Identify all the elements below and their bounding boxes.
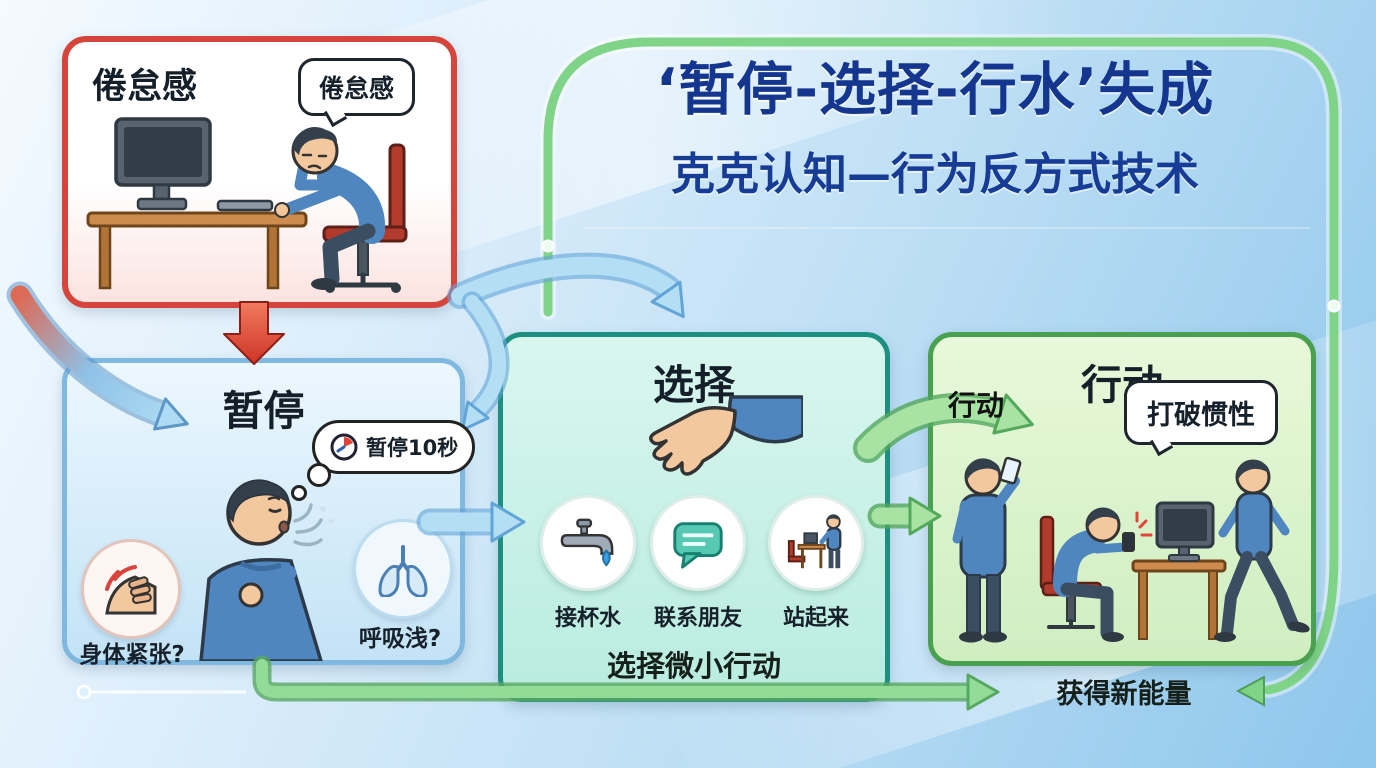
lungs-icon	[378, 545, 428, 597]
page-title: ‘暂停-选择-行水’失成	[655, 57, 1215, 123]
red-arrow-down	[223, 301, 285, 365]
reaching-hand-icon	[649, 395, 803, 476]
person-at-desk-with-phone	[1039, 501, 1227, 642]
burnout-speech-bubble: 倦怠感	[298, 58, 416, 116]
action-illustration	[952, 456, 1310, 643]
action-speech-bubble: 打破惯性	[1124, 380, 1278, 445]
option-stand-label: 站起来	[782, 606, 849, 631]
option-contact-label: 联系朋友	[653, 606, 742, 631]
person-walking	[1214, 459, 1310, 642]
burnout-illustration	[86, 117, 408, 293]
stand-up-desk-icon	[768, 495, 864, 591]
breath-question-label: 呼吸浅?	[358, 626, 442, 652]
pause-title: 暂停	[222, 387, 305, 435]
choose-panel: 选择 接杯水	[498, 332, 890, 702]
action-arrow-label: 行动	[948, 389, 1005, 422]
page-subtitle: 克克认知—行为反方式技术	[671, 149, 1199, 200]
option-contact-friend: 联系朋友	[643, 495, 753, 632]
chat-bubble-icon	[650, 495, 746, 591]
option-stand-up: 站起来	[761, 495, 871, 632]
clock-icon	[330, 433, 358, 461]
lungs-badge	[353, 519, 453, 619]
tense-shoulder-icon	[105, 565, 157, 615]
pause-thought-bubble: 暂停10秒	[290, 420, 476, 501]
person-drinking-water	[952, 456, 1022, 643]
pause-illustration	[199, 479, 334, 661]
option-water: 接杯水	[533, 495, 643, 632]
burnout-panel: 倦怠感 倦怠感	[62, 36, 457, 308]
option-water-label: 接杯水	[554, 606, 621, 631]
page-title-block: ‘暂停-选择-行水’失成 克克认知—行为反方式技术	[505, 44, 1365, 202]
faucet-icon	[540, 495, 636, 591]
energy-caption: 获得新能量	[1056, 679, 1192, 710]
body-question-label: 身体紧张?	[79, 642, 185, 668]
choose-caption: 选择微小行动	[606, 649, 781, 683]
tense-shoulder-badge	[81, 539, 181, 639]
pause-panel: 暂停 身体紧张?	[62, 358, 465, 668]
pause-thought-text: 暂停10秒	[366, 436, 459, 460]
